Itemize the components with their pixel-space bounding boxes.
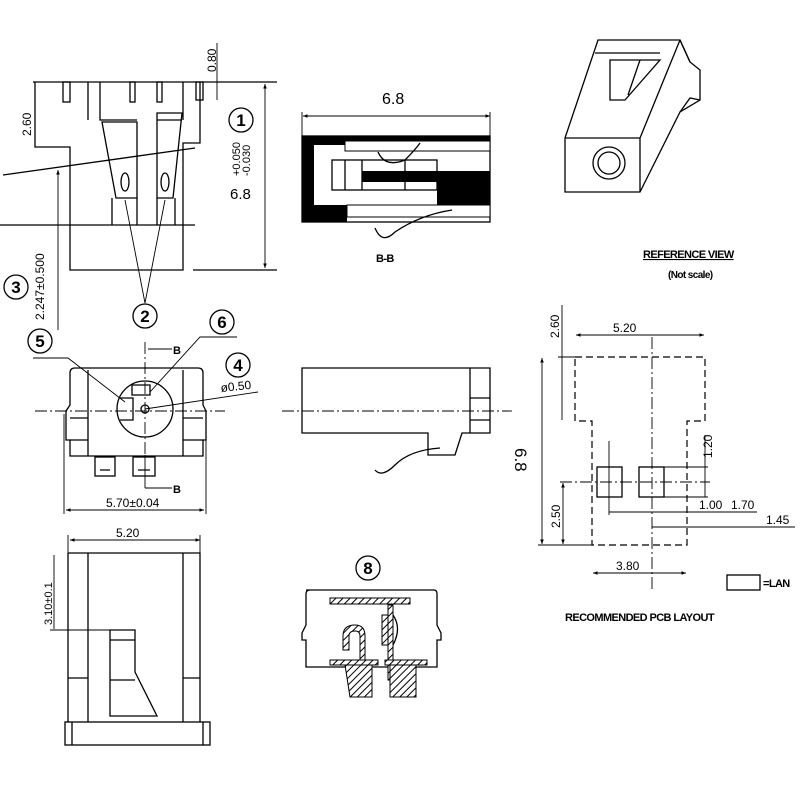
pcb-dim-250: 2.50 <box>549 504 563 528</box>
reference-title: REFERENCE VIEW <box>643 249 735 261</box>
callout-4-label: 4 <box>233 356 243 375</box>
dim-260: 2.60 <box>20 112 34 136</box>
reference-subtitle: (Not scale) <box>668 270 713 281</box>
land-pad-1 <box>596 466 623 498</box>
callout-6 <box>209 309 235 335</box>
callout-8 <box>355 555 381 581</box>
reference-3d-view: REFERENCE VIEW (Not scale) <box>564 39 735 281</box>
detail-view-8: 8 <box>301 555 442 698</box>
pcb-title: RECOMMENDED PCB LAYOUT <box>565 612 715 624</box>
side-view <box>282 367 512 474</box>
section-label: B-B <box>376 253 394 265</box>
pcb-dim-520: 5.20 <box>613 321 637 335</box>
bottom-dim-310: 3.10±0.1 <box>43 582 55 625</box>
land-pad-2 <box>638 466 665 498</box>
dim-2247: 2.247±0.500 <box>33 253 47 320</box>
pcb-dim-260: 2.60 <box>548 314 562 338</box>
front-view: B B 5.70±0.04 5 6 4 ø0.50 <box>27 309 259 514</box>
section-mark-bottom: B <box>173 484 181 496</box>
callout-1 <box>228 107 254 133</box>
pcb-dim-170: 1.70 <box>731 498 755 512</box>
callout-1-label: 1 <box>236 111 245 130</box>
width-dim: 5.70±0.04 <box>106 496 160 510</box>
pcb-dim-145: 1.45 <box>766 513 790 527</box>
callout-6-label: 6 <box>217 313 226 332</box>
diameter-label: ø0.50 <box>220 378 252 395</box>
callout-5 <box>27 328 53 354</box>
tol-minus: -0.030 <box>241 145 253 176</box>
callout-4 <box>225 352 251 378</box>
callout-2-label: 2 <box>140 307 149 326</box>
callout-3-label: 3 <box>11 278 20 297</box>
bottom-dim-520: 5.20 <box>116 526 140 540</box>
dim-080: 0.80 <box>205 48 219 72</box>
callout-3 <box>3 274 29 300</box>
section-mark-top: B <box>173 345 181 357</box>
callout-2 <box>132 303 158 329</box>
section-view-bb: 6.8 B-B <box>301 91 491 265</box>
land-legend-swatch <box>726 574 761 591</box>
pcb-dim-100: 1.00 <box>699 498 723 512</box>
top-view: 0.80 2.60 2.247±0.500 +0.050 -0.030 6.8 … <box>0 43 277 330</box>
callout-8-label: 8 <box>363 559 372 578</box>
tol-plus: +0.050 <box>231 142 243 176</box>
pcb-layout: 5.20 2.60 6.8 1.20 2.50 1.00 1.70 1.45 3… <box>511 305 795 624</box>
bottom-view: 5.20 3.10±0.1 <box>43 526 211 746</box>
dim-68: 6.8 <box>230 186 251 203</box>
contact-prong-right <box>156 112 183 199</box>
pcb-dim-120: 1.20 <box>701 434 715 458</box>
pcb-dim-68: 6.8 <box>511 448 530 472</box>
land-legend-label: =LAN <box>763 578 790 590</box>
section-width-dim: 6.8 <box>382 91 404 108</box>
callout-5-label: 5 <box>35 332 44 351</box>
pcb-dim-380: 3.80 <box>616 559 640 573</box>
